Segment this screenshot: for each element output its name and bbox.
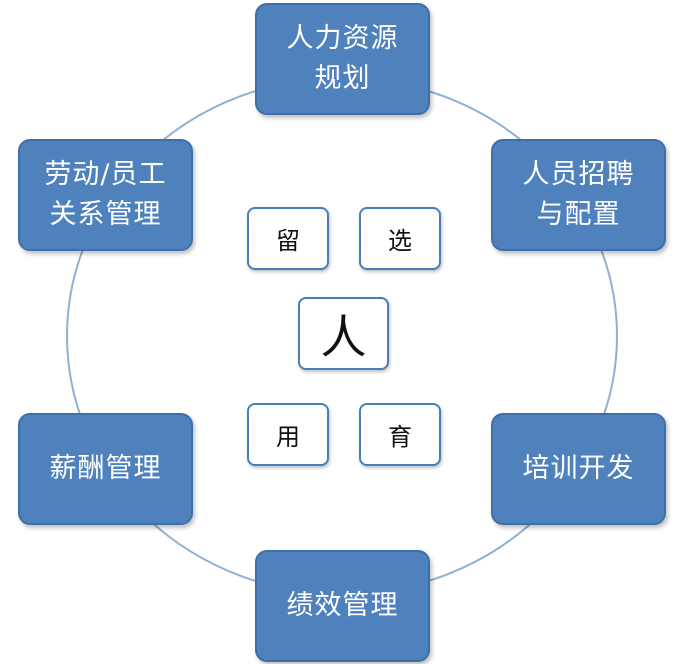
node-performance: 绩效管理 bbox=[255, 550, 430, 662]
center-use-label: 用 bbox=[276, 423, 300, 451]
node-hr-planning-line-1: 人力资源 bbox=[286, 23, 399, 54]
center-person-label: 人 bbox=[320, 309, 367, 364]
center-retain-box: 留 bbox=[247, 207, 329, 270]
node-recruitment-line-1: 人员招聘 bbox=[522, 159, 635, 190]
center-develop-box: 育 bbox=[359, 403, 441, 466]
node-labor-relations-line-1: 劳动/员工 bbox=[44, 159, 167, 190]
node-training-label: 培训开发 bbox=[522, 453, 635, 484]
node-recruitment: 人员招聘 与配置 bbox=[491, 139, 666, 251]
node-performance-label: 绩效管理 bbox=[286, 590, 399, 621]
node-labor-relations: 劳动/员工 关系管理 bbox=[18, 139, 193, 251]
node-hr-planning-line-2: 规划 bbox=[314, 63, 371, 94]
center-develop-label: 育 bbox=[388, 423, 412, 451]
center-person-box: 人 bbox=[298, 297, 389, 370]
center-select-box: 选 bbox=[359, 207, 441, 270]
node-compensation-label: 薪酬管理 bbox=[49, 453, 162, 484]
center-retain-label: 留 bbox=[276, 227, 300, 255]
node-hr-planning: 人力资源 规划 bbox=[255, 3, 430, 115]
node-recruitment-line-2: 与配置 bbox=[536, 199, 621, 230]
node-labor-relations-line-2: 关系管理 bbox=[49, 199, 162, 230]
center-use-box: 用 bbox=[247, 403, 329, 466]
node-training: 培训开发 bbox=[491, 413, 666, 525]
center-select-label: 选 bbox=[388, 227, 412, 255]
node-compensation: 薪酬管理 bbox=[18, 413, 193, 525]
